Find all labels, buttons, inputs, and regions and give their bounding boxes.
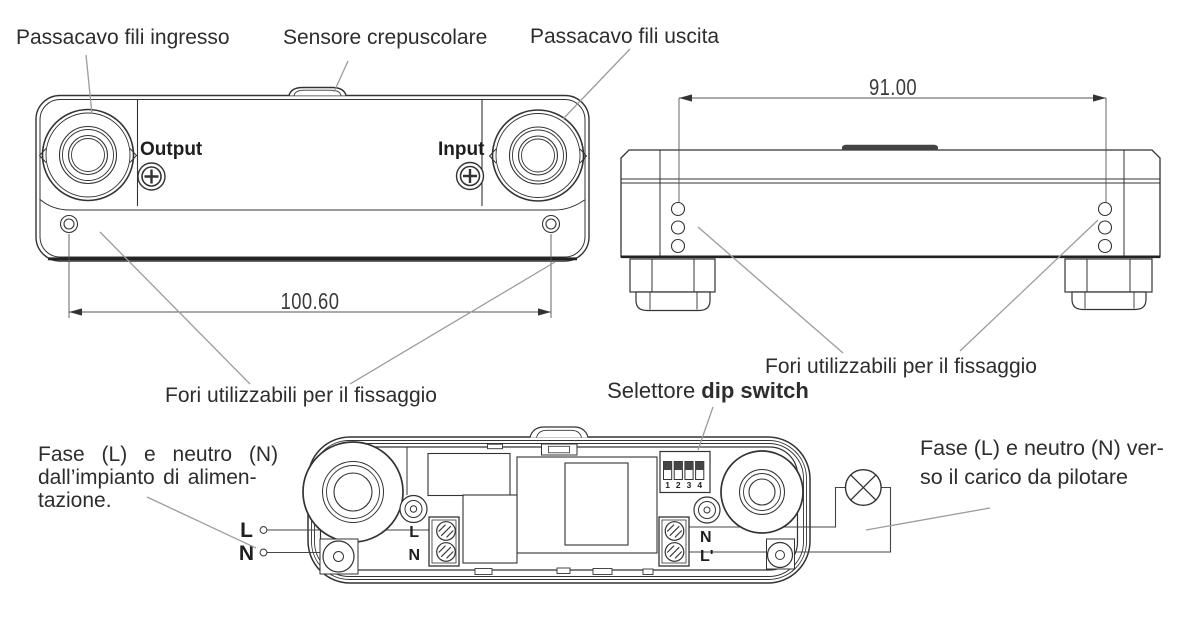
component-block-b <box>462 494 518 564</box>
screw-icon-input <box>455 161 485 191</box>
load-text: Fase (L) e neutro (N) ver- so il carico … <box>920 436 1164 494</box>
terminal-dot-live <box>259 526 268 534</box>
cable-gland-output <box>38 108 138 202</box>
component-block-d <box>564 462 629 546</box>
label-cable-out: Passacavo fili uscita <box>530 25 720 48</box>
leader-cable-out <box>562 48 631 120</box>
screw-icon-output <box>137 162 166 191</box>
leader-load <box>865 507 991 531</box>
terminal-dot-neutral <box>259 548 268 557</box>
dip-number-2: 2 <box>676 480 681 490</box>
terminal-screw-icon <box>436 521 456 562</box>
load-line-1: Fase (L) e neutro (N) ver- <box>920 436 1164 460</box>
label-input: Input <box>438 139 485 160</box>
terminal-block-left <box>428 516 460 567</box>
internal-gland-left <box>302 441 404 543</box>
screw-post-mid-left <box>399 494 428 524</box>
leader-supply <box>146 496 257 549</box>
inner-edge-tabs <box>474 443 654 575</box>
leader-holes-side-left <box>697 226 844 354</box>
terminal-label-right-n: N <box>700 529 712 546</box>
wire-live-label: L <box>240 519 253 542</box>
front-flange-line <box>39 198 585 211</box>
side-gland-left <box>629 258 716 312</box>
screw-post-bottom-left <box>319 538 359 575</box>
label-holes-front: Fori utilizzabili per il fissaggio <box>165 384 437 407</box>
screw-post-bottom-right <box>766 538 795 570</box>
supply-text: Fase (L) e neutro (N) dall’impianto di a… <box>38 443 306 512</box>
internal-view: 1 2 3 4 L N L N N L' <box>239 426 892 584</box>
sensor-dome-internal <box>529 426 589 438</box>
label-dip-prefix: Selettore <box>607 378 702 403</box>
leader-holes-side-right <box>959 219 1099 352</box>
terminal-label-left-n: N <box>408 547 420 564</box>
lamp-icon <box>844 469 882 507</box>
dip-number-3: 3 <box>687 480 692 490</box>
side-view <box>620 94 1161 312</box>
wire-neutral-label: N <box>239 542 254 565</box>
fixing-holes-side <box>670 201 1113 254</box>
load-line-2: so il carico da pilotare <box>920 465 1128 489</box>
dimension-side <box>678 94 1107 202</box>
label-holes-side: Fori utilizzabili per il fissaggio <box>765 355 1037 378</box>
fixing-holes-front <box>59 214 561 234</box>
label-dip-switch: Selettore dip switch <box>558 378 858 404</box>
cable-gland-input <box>488 109 588 202</box>
screw-post-mid-right <box>693 496 721 524</box>
leader-holes-front-left <box>99 231 251 385</box>
leader-sensor <box>333 60 349 93</box>
label-output: Output <box>140 139 203 160</box>
side-body-outline <box>620 149 1161 258</box>
supply-line-3: tazione. <box>38 489 112 512</box>
label-sensor: Sensore crepuscolare <box>283 26 488 49</box>
dip-number-1: 1 <box>665 480 670 490</box>
component-block-a <box>427 452 511 497</box>
supply-line-1: Fase (L) e neutro (N) <box>38 443 279 466</box>
dip-number-4: 4 <box>697 480 702 490</box>
dimension-side-value: 91.00 <box>868 74 918 100</box>
dip-switch: 1 2 3 4 <box>659 450 711 494</box>
terminal-block-right <box>658 516 690 567</box>
leader-dip-switch <box>697 406 714 451</box>
side-gland-right <box>1064 258 1153 311</box>
leader-holes-front-right <box>349 261 556 385</box>
front-view <box>35 86 590 318</box>
dimension-front-value: 100.60 <box>280 288 340 314</box>
terminal-label-left-l: L <box>409 524 419 541</box>
leader-lines <box>85 48 1099 549</box>
internal-gland-right <box>720 450 804 534</box>
label-dip-bold: dip switch <box>701 378 809 403</box>
label-cable-in: Passacavo fili ingresso <box>16 26 230 49</box>
terminal-screw-icon <box>664 521 685 562</box>
supply-line-2: dall’impianto di alimen- <box>38 466 257 489</box>
leader-cable-in <box>85 54 93 115</box>
sensor-dome-front <box>288 86 347 96</box>
sensor-dome-side <box>842 144 938 150</box>
terminal-label-right-l1: L' <box>700 548 714 565</box>
